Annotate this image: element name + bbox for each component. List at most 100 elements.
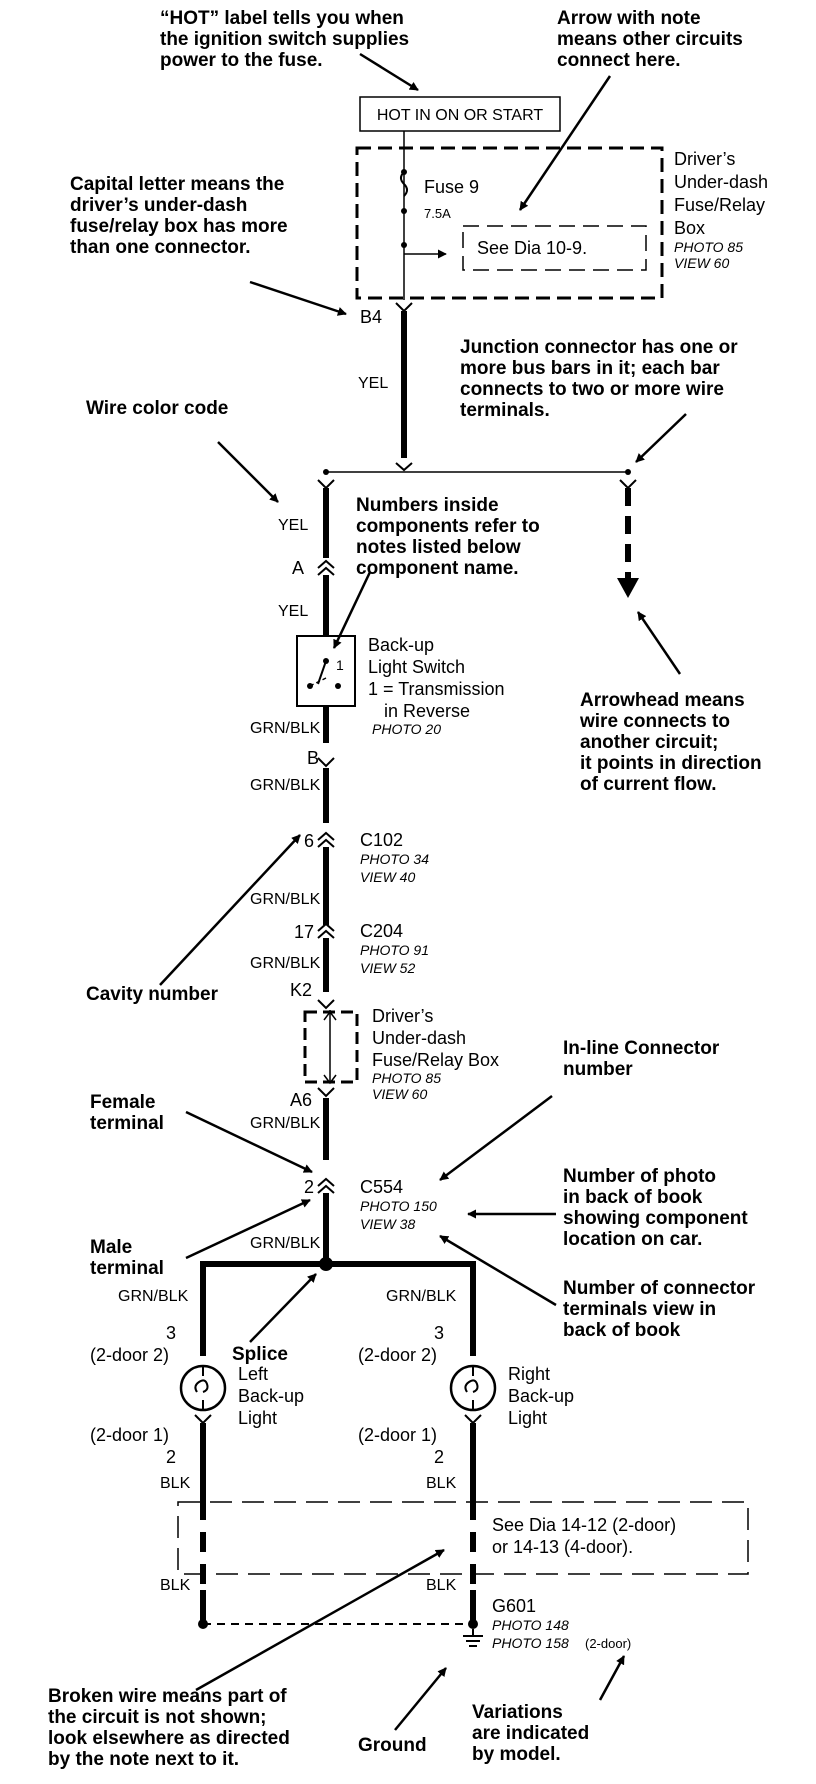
see-dia-bottom: See Dia 14-12 (2-door) xyxy=(492,1515,676,1535)
right-light-pin: 3 xyxy=(434,1323,444,1343)
svg-text:in back of book: in back of book xyxy=(563,1187,703,1208)
fuse-name: Fuse 9 xyxy=(424,177,479,197)
fuse-relay-box-2-outline xyxy=(303,1010,359,1084)
wire-color-blk: BLK xyxy=(426,1475,457,1492)
switch-label: Back-up xyxy=(368,635,434,655)
callout-broken-wire: Broken wire means part of the circuit is… xyxy=(48,1686,290,1770)
wire-color-grn-blk: GRN/BLK xyxy=(250,1235,321,1252)
callout-capital-letter: Capital letter means the driver’s under-… xyxy=(70,174,288,258)
wire-color-yel: YEL xyxy=(278,517,308,534)
callout-arrow-note: Arrow with note means other circuits con… xyxy=(557,8,743,71)
fuse-rating: 7.5A xyxy=(424,206,451,221)
wire-color-grn-blk: GRN/BLK xyxy=(250,1115,321,1132)
left-light-door: (2-door 1) xyxy=(90,1425,169,1445)
g601-photo: PHOTO 158 xyxy=(492,1635,569,1651)
fuse-box-2-label: Driver’s xyxy=(372,1006,433,1026)
callout-ground: Ground xyxy=(358,1735,427,1756)
wire-color-grn-blk: GRN/BLK xyxy=(250,720,321,737)
callout-variations: Variations are indicated by model. xyxy=(472,1702,589,1765)
svg-text:by model.: by model. xyxy=(472,1744,561,1765)
right-light-label: Right xyxy=(508,1364,550,1384)
terminal-b: B xyxy=(307,748,319,768)
callout-arrowhead: Arrowhead means wire connects to another… xyxy=(579,690,762,795)
right-light-pin: 2 xyxy=(434,1447,444,1467)
wire-color-blk: BLK xyxy=(426,1577,457,1594)
svg-text:connect here.: connect here. xyxy=(557,50,681,71)
hot-label-box xyxy=(359,96,561,132)
terminal-k2: K2 xyxy=(290,980,312,1000)
svg-text:Arrowhead means: Arrowhead means xyxy=(580,690,745,711)
svg-text:are indicated: are indicated xyxy=(472,1723,589,1744)
svg-text:location on car.: location on car. xyxy=(563,1229,702,1250)
wire-color-grn-blk: GRN/BLK xyxy=(386,1288,457,1305)
wire-color-yel: YEL xyxy=(358,375,388,392)
svg-text:power to the fuse.: power to the fuse. xyxy=(160,50,323,71)
c554-name: C554 xyxy=(360,1177,403,1197)
svg-text:number: number xyxy=(563,1059,633,1080)
cavity-number: 6 xyxy=(304,831,314,851)
svg-text:Junction connector has one or: Junction connector has one or xyxy=(460,337,738,358)
c554-view: VIEW 38 xyxy=(360,1216,415,1232)
svg-text:it points in direction: it points in direction xyxy=(580,753,762,774)
svg-text:Capital letter means the: Capital letter means the xyxy=(70,174,284,195)
fuse-box-label: Driver’s xyxy=(674,149,735,169)
fuse-box-2-label: Under-dash xyxy=(372,1028,466,1048)
svg-text:“HOT” label tells you when: “HOT” label tells you when xyxy=(160,8,404,29)
left-light-label: Left xyxy=(238,1364,268,1384)
terminal-a6: A6 xyxy=(290,1090,312,1110)
see-dia-bottom: or 14-13 (4-door). xyxy=(492,1537,633,1557)
wire-color-grn-blk: GRN/BLK xyxy=(250,891,321,908)
switch-label: 1 = Transmission xyxy=(368,679,505,699)
g601-door: (2-door) xyxy=(585,1636,631,1651)
svg-text:terminals view in: terminals view in xyxy=(563,1299,716,1320)
c102-view: VIEW 40 xyxy=(360,869,415,885)
left-light-label: Light xyxy=(238,1408,277,1428)
wire-color-grn-blk: GRN/BLK xyxy=(250,777,321,794)
svg-text:In-line Connector: In-line Connector xyxy=(563,1038,720,1059)
right-light-door: (2-door 2) xyxy=(358,1345,437,1365)
callout-arrows xyxy=(159,52,687,1731)
right-light-label: Back-up xyxy=(508,1386,574,1406)
wire-color-blk: BLK xyxy=(160,1577,191,1594)
left-light-pin: 2 xyxy=(166,1447,176,1467)
svg-text:by the note next to it.: by the note next to it. xyxy=(48,1749,239,1770)
callout-cavity-number: Cavity number xyxy=(86,984,219,1005)
svg-text:Numbers inside: Numbers inside xyxy=(356,495,499,516)
switch-label: Light Switch xyxy=(368,657,465,677)
callout-connector-view: Number of connector terminals view in ba… xyxy=(563,1278,756,1341)
c204-view: VIEW 52 xyxy=(360,960,415,976)
svg-text:Variations: Variations xyxy=(472,1702,563,1723)
svg-text:components refer to: components refer to xyxy=(356,516,540,537)
callout-photo-number: Number of photo in back of book showing … xyxy=(563,1166,748,1250)
see-dia-top-box xyxy=(462,225,647,271)
cavity-number: 17 xyxy=(294,922,314,942)
callout-junction: Junction connector has one or more bus b… xyxy=(460,337,738,421)
c204-photo: PHOTO 91 xyxy=(360,942,429,958)
svg-text:component name.: component name. xyxy=(356,558,519,579)
svg-text:Number of photo: Number of photo xyxy=(563,1166,716,1187)
svg-text:fuse/relay box has more: fuse/relay box has more xyxy=(70,216,288,237)
backup-switch-box xyxy=(296,635,356,707)
svg-text:Number of connector: Number of connector xyxy=(563,1278,756,1299)
left-light-label: Back-up xyxy=(238,1386,304,1406)
svg-text:means other circuits: means other circuits xyxy=(557,29,743,50)
svg-text:Female: Female xyxy=(90,1092,155,1113)
wire-color-grn-blk: GRN/BLK xyxy=(250,955,321,972)
c204-name: C204 xyxy=(360,921,403,941)
left-light-pin: 3 xyxy=(166,1323,176,1343)
svg-text:driver’s under-dash: driver’s under-dash xyxy=(70,195,247,216)
svg-text:wire connects to: wire connects to xyxy=(579,711,730,732)
fuse-box-2-label: Fuse/Relay Box xyxy=(372,1050,499,1070)
svg-text:terminals.: terminals. xyxy=(460,400,550,421)
svg-text:the circuit is not shown;: the circuit is not shown; xyxy=(48,1707,267,1728)
fuse-box-label: Under-dash xyxy=(674,172,768,192)
fuse-box-label: Box xyxy=(674,218,705,238)
callout-wire-color: Wire color code xyxy=(86,398,228,419)
svg-text:back of book: back of book xyxy=(563,1320,681,1341)
ground-icon xyxy=(463,1629,483,1647)
svg-text:Broken wire means part of: Broken wire means part of xyxy=(48,1686,287,1707)
svg-text:the ignition switch supplies: the ignition switch supplies xyxy=(160,29,409,50)
switch-label: in Reverse xyxy=(384,701,470,721)
callout-female-terminal: Female terminal xyxy=(90,1092,164,1134)
hot-label-text: HOT IN ON OR START xyxy=(377,107,543,124)
